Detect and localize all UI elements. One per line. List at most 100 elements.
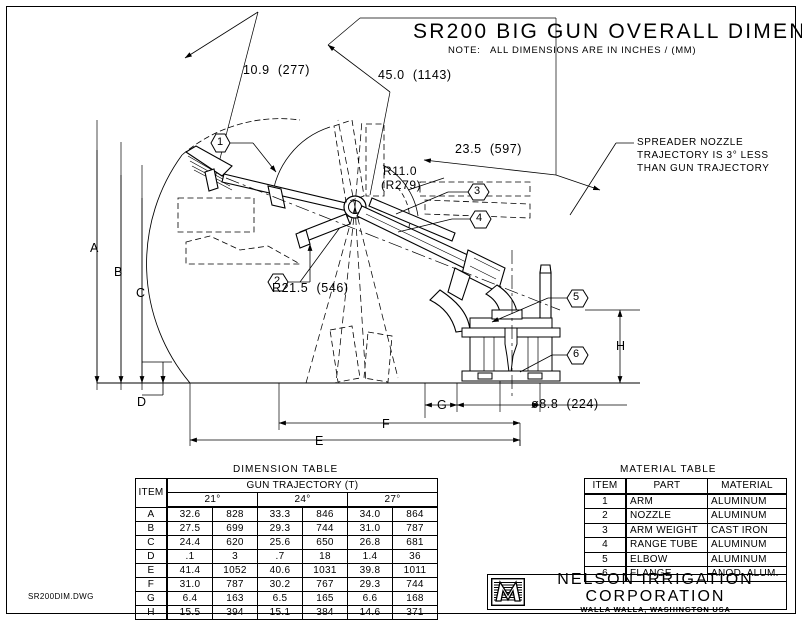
dimension-table-cell: 394 <box>212 605 258 620</box>
material-table-material: ALUMINUM <box>707 493 787 509</box>
dimension-table-cell: 32.6 <box>166 506 213 522</box>
dimension-table-cell: 36 <box>392 549 438 564</box>
dimension-table-item: D <box>135 549 168 564</box>
dimension-table-item: F <box>135 577 168 592</box>
dimension-table-cell: 33.3 <box>257 506 303 522</box>
dimension-table-cell: 15.5 <box>166 605 213 620</box>
dimension-table-cell: 14.6 <box>347 605 393 620</box>
dimension-table-cell: 40.6 <box>257 563 303 578</box>
material-table-header: PART <box>625 478 708 495</box>
dimension-table-cell: 26.8 <box>347 535 393 550</box>
dimension-45-0: 45.0 (1143) <box>378 68 452 82</box>
page-title: SR200 BIG GUN OVERALL DIMENSIONS <box>413 20 802 43</box>
drawing-filename: SR200DIM.DWG <box>28 592 94 601</box>
dimension-table-cell: 34.0 <box>347 506 393 522</box>
balloon-label-3: 3 <box>474 185 481 197</box>
spreader-note-line2: TRAJECTORY IS 3° LESS <box>637 150 769 161</box>
radius-11-0: R11.0 <box>383 164 418 178</box>
dimension-table-cell: 650 <box>302 535 348 550</box>
dimension-table-cell: 6.4 <box>166 591 213 606</box>
dim-letter-g: G <box>437 398 448 412</box>
nelson-logo-icon <box>491 578 525 606</box>
dimension-10-9: 10.9 (277) <box>243 63 311 77</box>
material-table-header: MATERIAL <box>707 478 787 495</box>
dim-letter-c: C <box>136 286 146 300</box>
dim-letter-e: E <box>315 434 324 448</box>
dimension-table-item: C <box>135 535 168 550</box>
material-table-material: ALUMINUM <box>707 551 787 567</box>
balloon-label-4: 4 <box>476 212 483 224</box>
dimension-table-cell: 24.4 <box>166 535 213 550</box>
dimension-table-cell: 828 <box>212 506 258 522</box>
dimension-table-item: A <box>135 506 168 522</box>
dimension-table-cell: 165 <box>302 591 348 606</box>
company-city: WALLA WALLA, WASHINGTON USA <box>580 604 731 614</box>
dimension-table-cell: 744 <box>302 521 348 536</box>
material-table-material: ALUMINUM <box>707 508 787 524</box>
dimension-table-cell: 1011 <box>392 563 438 578</box>
dimension-table-cell: 681 <box>392 535 438 550</box>
balloon-label-5: 5 <box>573 291 580 303</box>
dimension-table-cell: 3 <box>212 549 258 564</box>
dimension-table-cell: 31.0 <box>166 577 213 592</box>
company-name: NELSON IRRIGATION CORPORATION <box>557 570 754 605</box>
dimension-table-group-header: GUN TRAJECTORY (T) <box>166 478 438 493</box>
dimension-table-cell: 39.8 <box>347 563 393 578</box>
dimension-table-trajectory-header: 27° <box>347 492 438 508</box>
dimension-table-cell: .1 <box>166 549 213 564</box>
material-table-item: 5 <box>584 551 627 567</box>
dimension-table-cell: 15.1 <box>257 605 303 620</box>
material-table-part: ARM WEIGHT <box>625 522 708 538</box>
material-table-item: 2 <box>584 508 627 524</box>
dimension-table-item: E <box>135 563 168 578</box>
dimension-table-cell: 168 <box>392 591 438 606</box>
units-note: NOTE: ALL DIMENSIONS ARE IN INCHES / (MM… <box>448 45 697 56</box>
dimension-table-item: H <box>135 605 168 620</box>
material-table-item: 1 <box>584 493 627 509</box>
dimension-table-cell: 6.5 <box>257 591 303 606</box>
balloon-label-2: 2 <box>274 275 281 287</box>
dim-letter-a: A <box>90 241 99 255</box>
dimension-table-cell: 27.5 <box>166 521 213 536</box>
dimension-table-cell: 1031 <box>302 563 348 578</box>
spreader-note-line1: SPREADER NOZZLE <box>637 137 744 148</box>
dimension-table-item: B <box>135 521 168 536</box>
material-table-part: ELBOW <box>625 551 708 567</box>
material-table-material: ANOD. ALUM. <box>707 566 787 582</box>
dimension-table-cell: 30.2 <box>257 577 303 592</box>
dimension-table-cell: 29.3 <box>257 521 303 536</box>
dimension-table-item-header: ITEM <box>135 478 168 508</box>
dimension-table-cell: 744 <box>392 577 438 592</box>
radius-279: (R279) <box>381 178 422 192</box>
dimension-table-cell: 1052 <box>212 563 258 578</box>
material-table-part: RANGE TUBE <box>625 537 708 553</box>
dim-letter-h: H <box>616 339 626 353</box>
dimension-table-cell: 18 <box>302 549 348 564</box>
spreader-note-line3: THAN GUN TRAJECTORY <box>637 163 770 174</box>
dim-letter-f: F <box>382 417 391 431</box>
diameter-8-8: ø8.8 (224) <box>531 397 599 411</box>
material-table-header: ITEM <box>584 478 627 495</box>
dimension-table-cell: 163 <box>212 591 258 606</box>
dimension-table-cell: 29.3 <box>347 577 393 592</box>
dimension-table-cell: .7 <box>257 549 303 564</box>
dimension-table-cell: 6.6 <box>347 591 393 606</box>
dim-letter-d: D <box>137 395 147 409</box>
dimension-table-cell: 41.4 <box>166 563 213 578</box>
